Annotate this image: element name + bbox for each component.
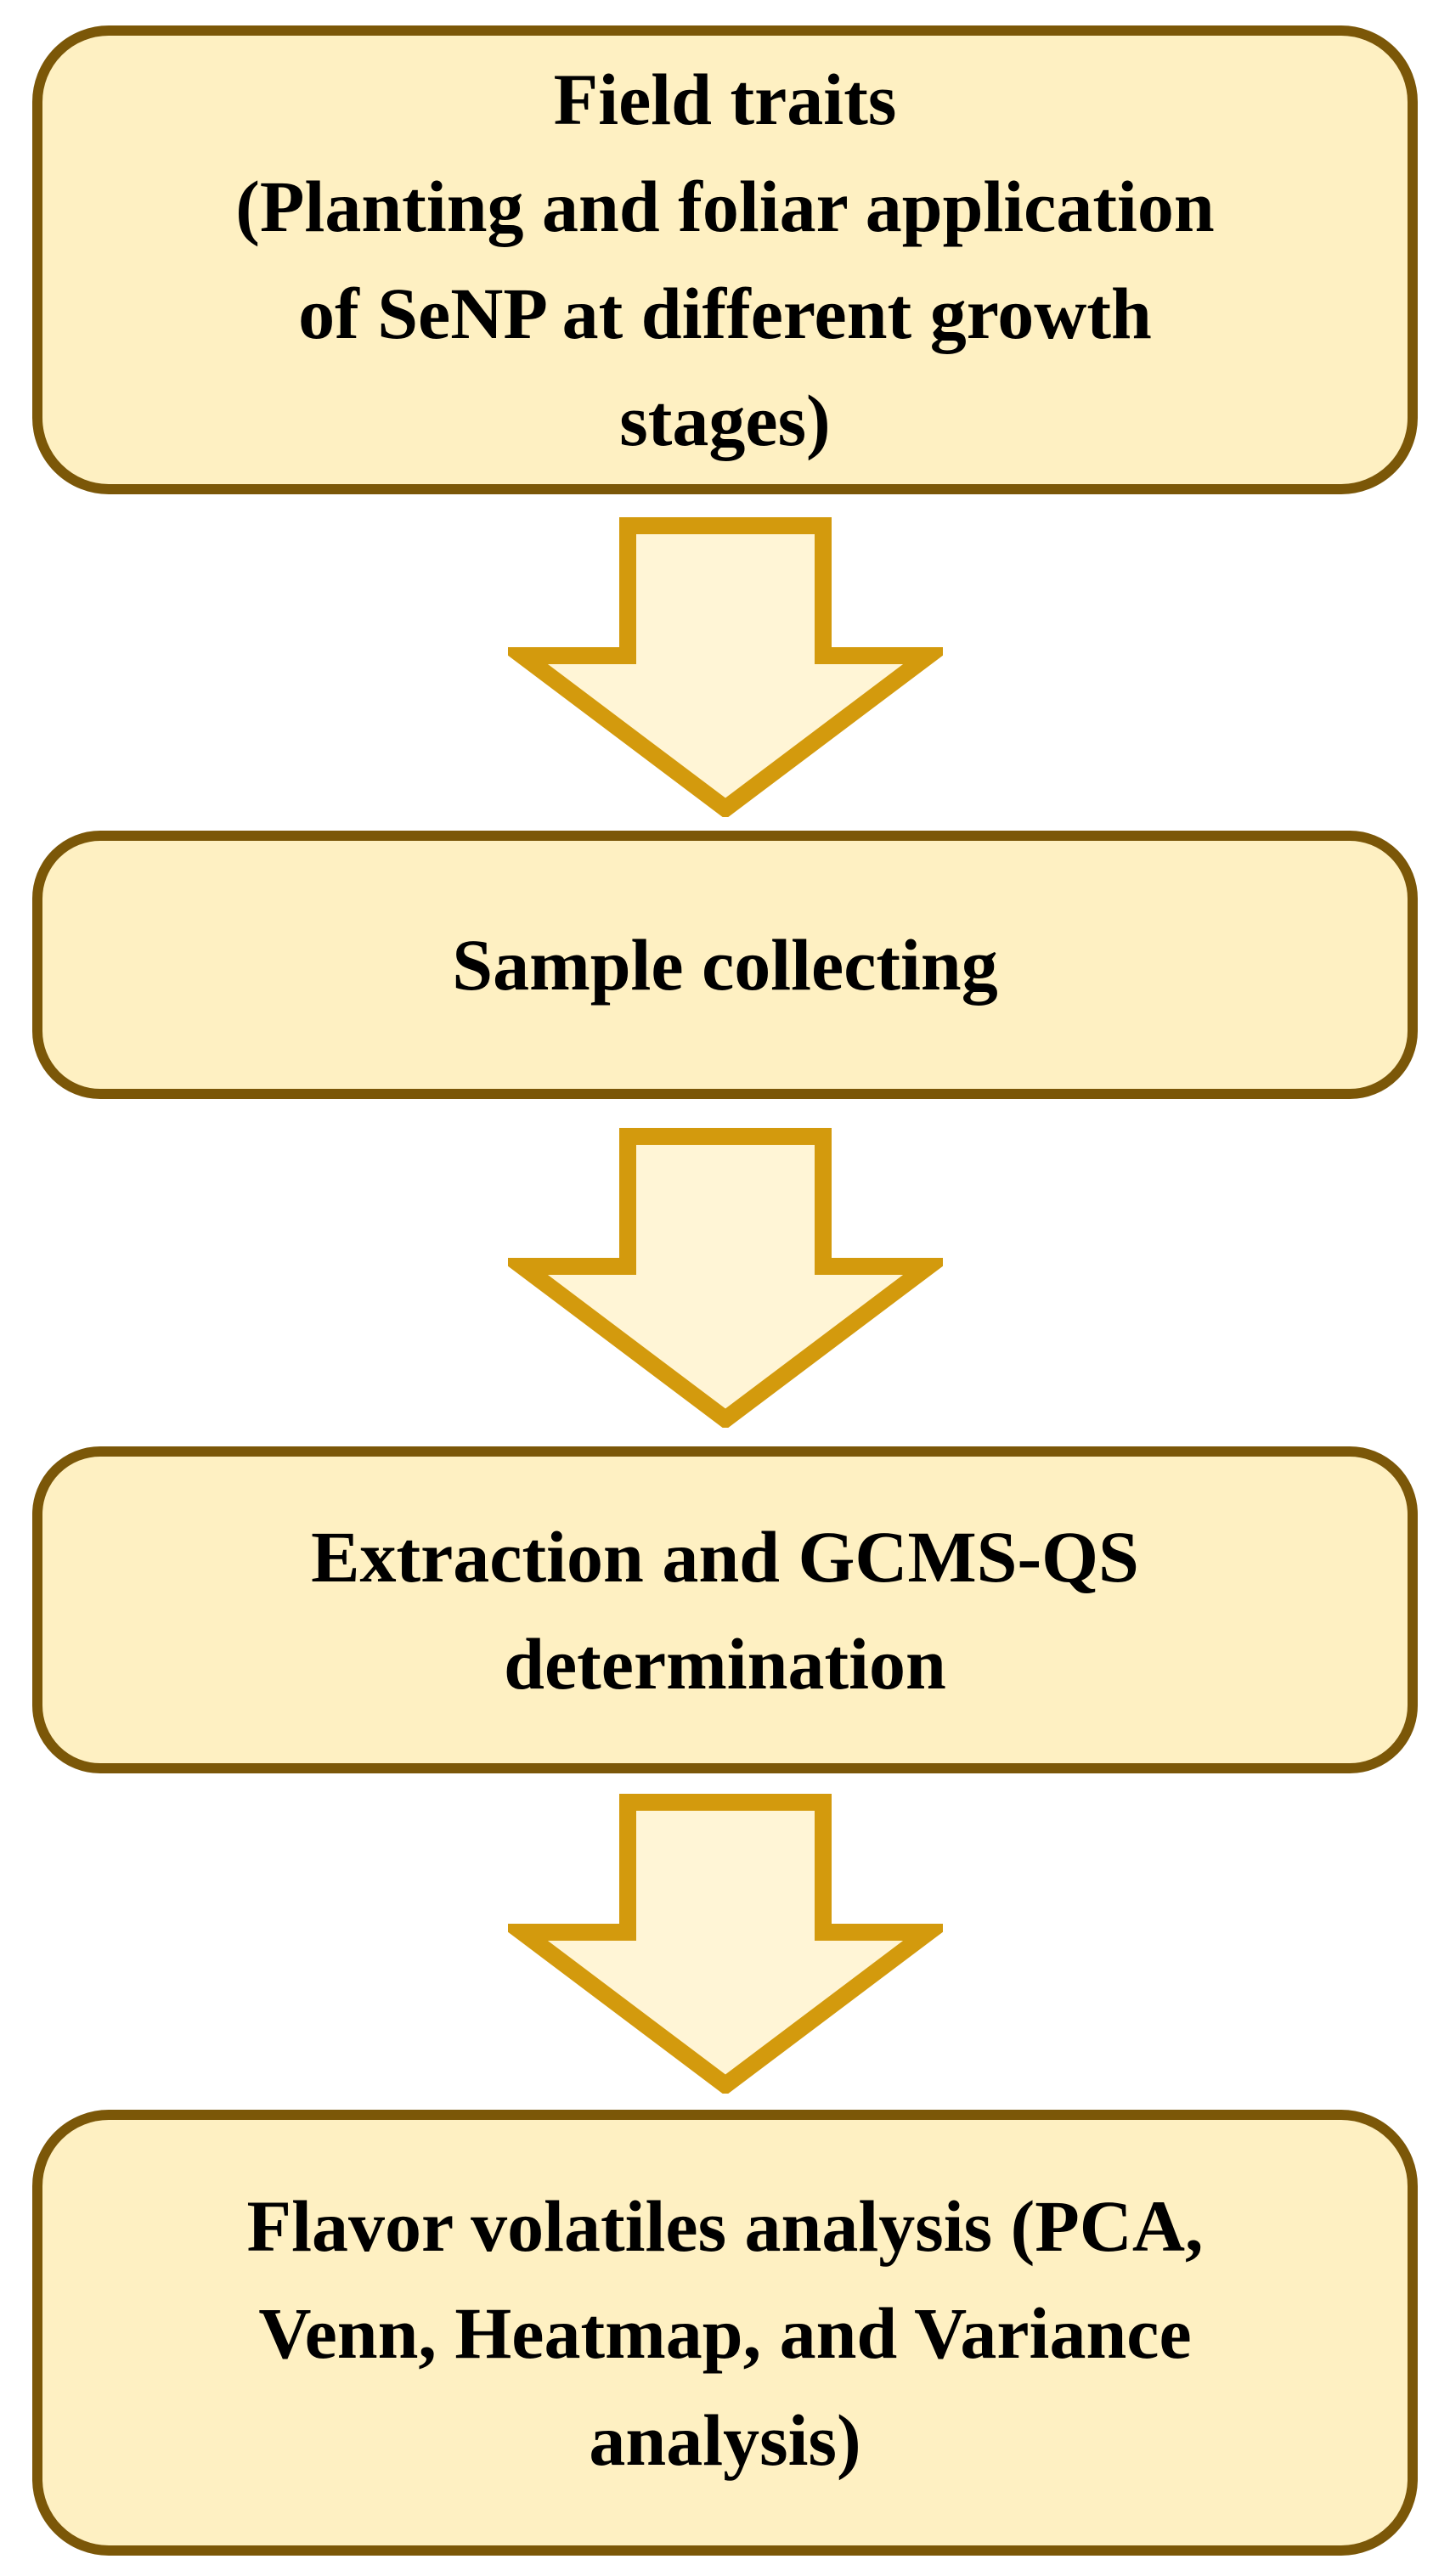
step-1-line-1: Field traits — [553, 59, 897, 140]
step-box-extraction: Extraction and GCMS-QS determination — [32, 1446, 1418, 1773]
step-box-sample-collecting: Sample collecting — [32, 831, 1418, 1099]
step-1-line-3: of SeNP at different growth — [298, 273, 1152, 354]
step-2-line-1: Sample collecting — [452, 924, 998, 1006]
step-3-line-2: determination — [504, 1622, 946, 1705]
step-1-line-2: (Planting and foliar application — [235, 166, 1215, 247]
down-arrow-icon — [508, 1794, 943, 2094]
step-4-line-2: Venn, Heatmap, and Variance — [258, 2291, 1192, 2374]
step-1-line-4: stages) — [619, 380, 831, 461]
step-4-line-3: analysis) — [589, 2398, 861, 2481]
step-box-field-traits: Field traits (Planting and foliar applic… — [32, 25, 1418, 494]
step-box-flavor-analysis: Flavor volatiles analysis (PCA, Venn, He… — [32, 2110, 1418, 2556]
down-arrow-icon — [508, 517, 943, 817]
step-3-line-1: Extraction and GCMS-QS — [311, 1515, 1139, 1598]
down-arrow-icon — [508, 1128, 943, 1428]
step-4-line-1: Flavor volatiles analysis (PCA, — [246, 2184, 1204, 2267]
